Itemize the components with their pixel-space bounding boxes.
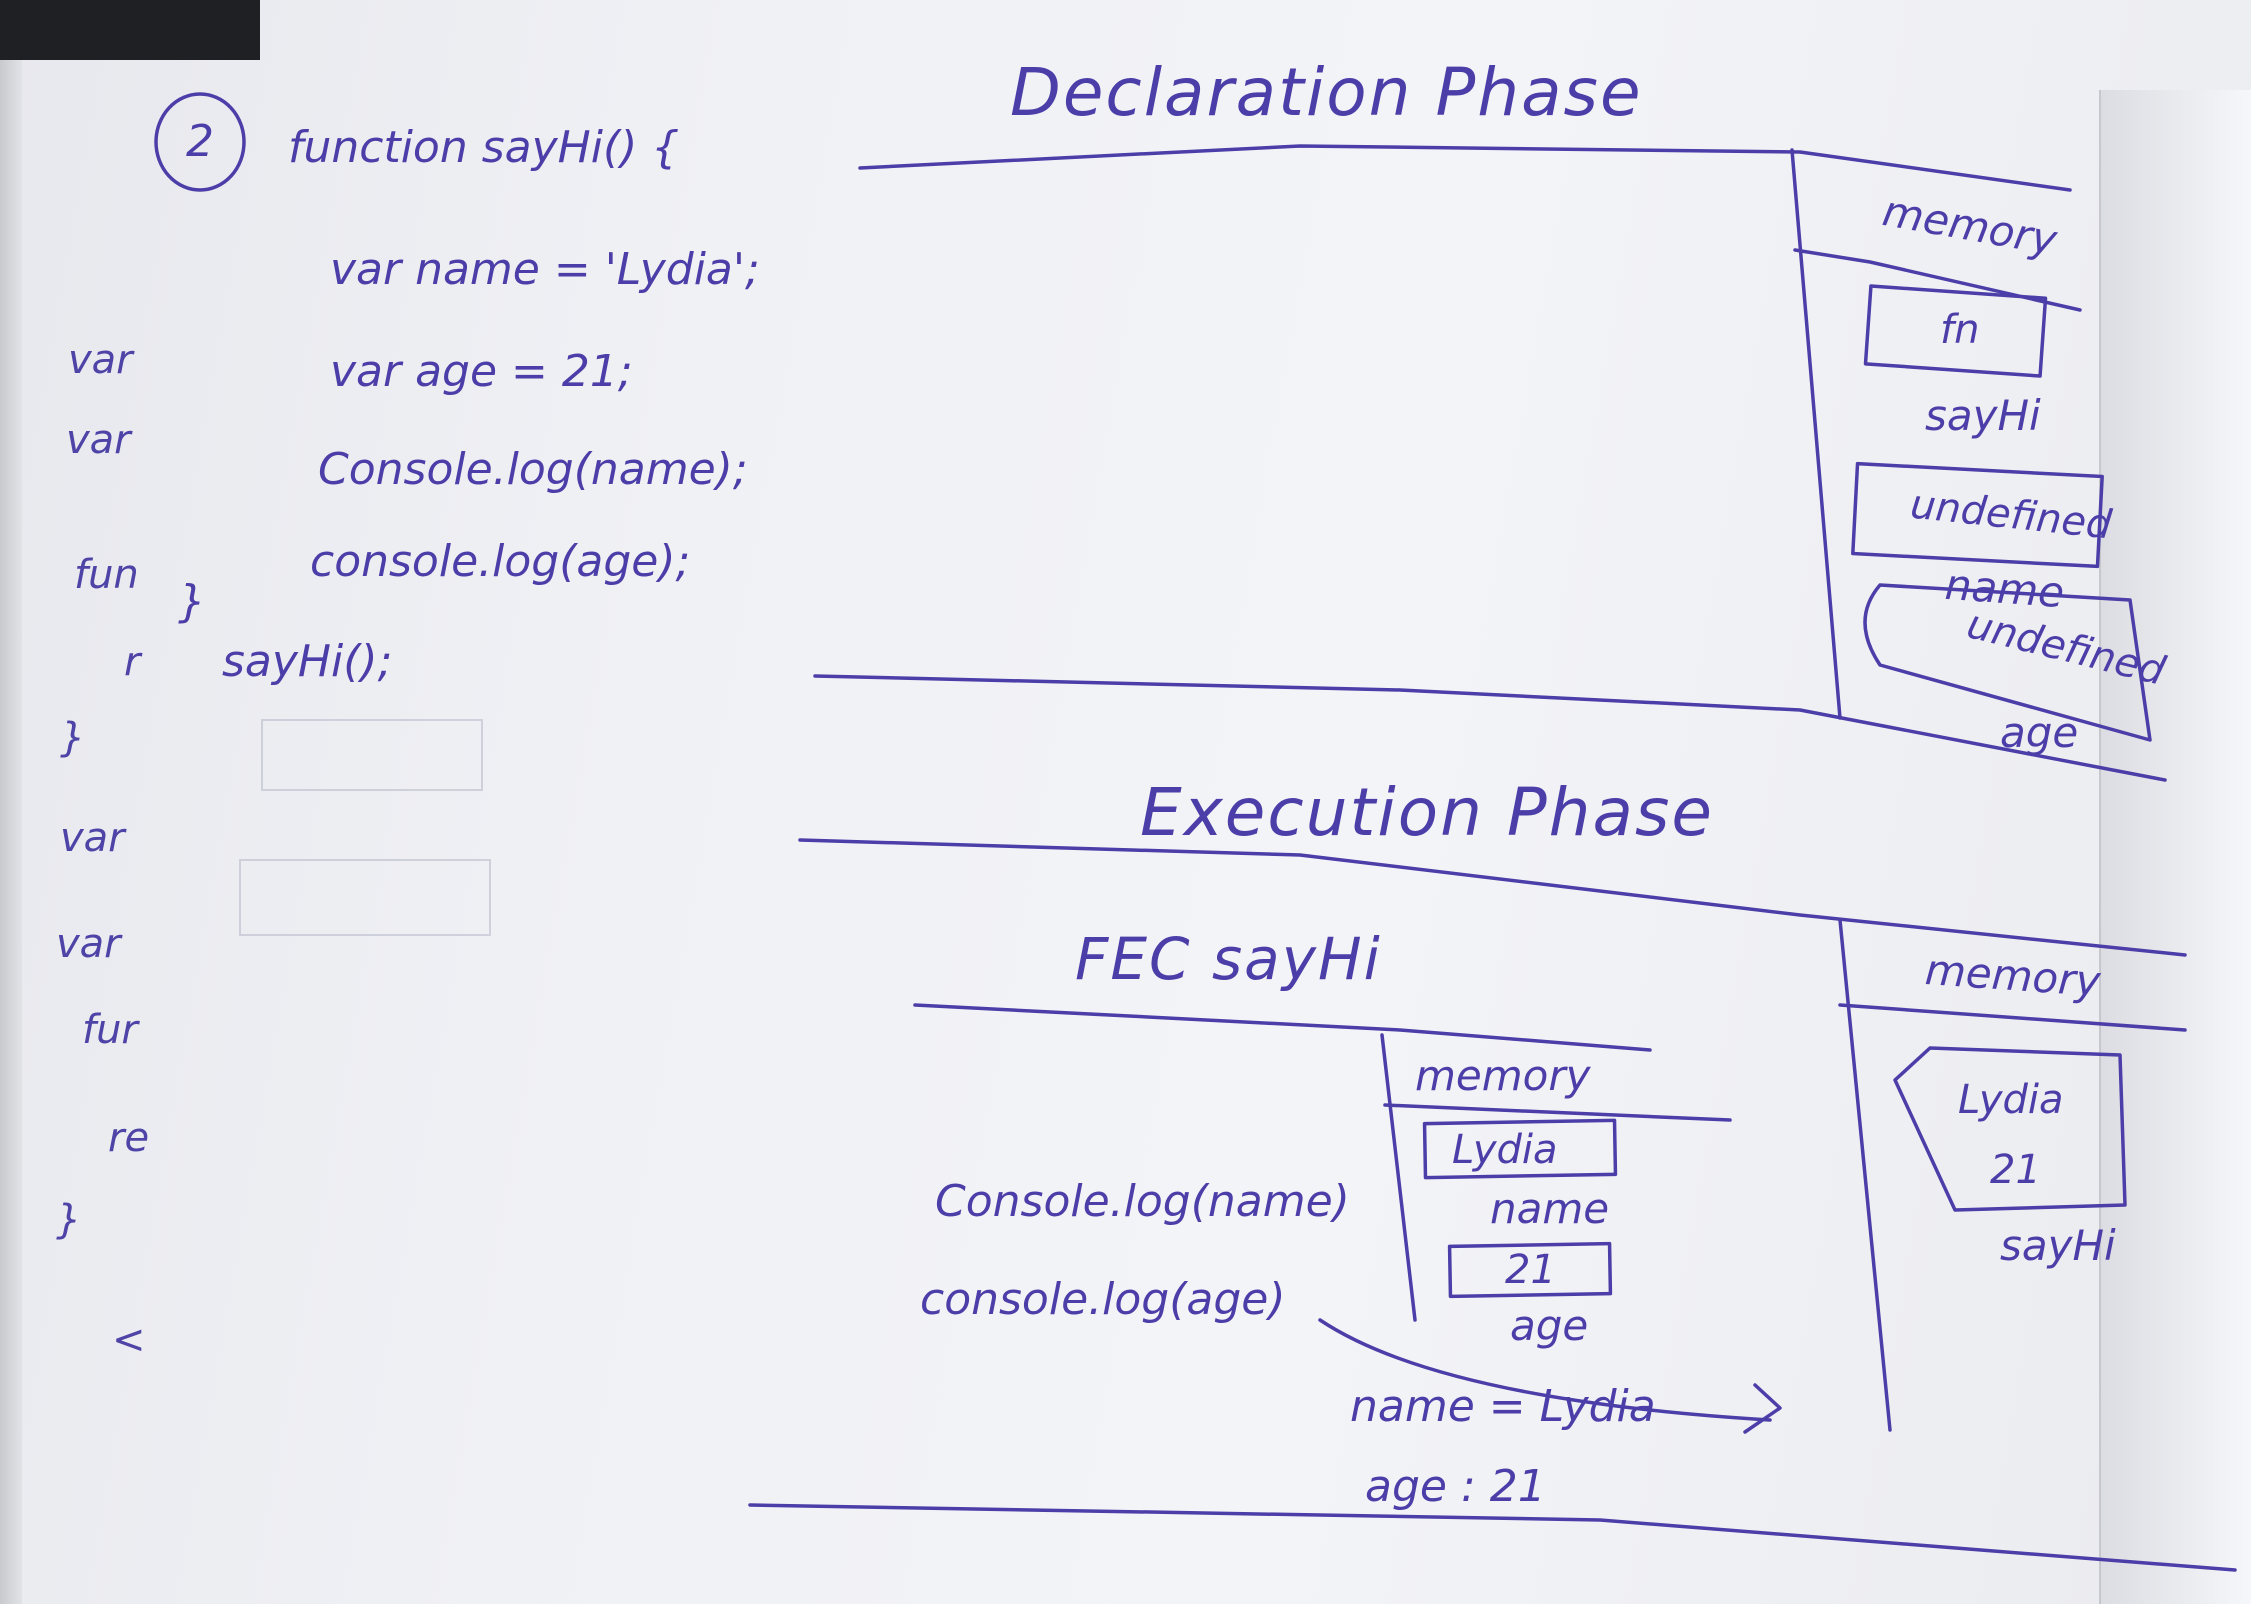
margin-label: }: [60, 715, 86, 761]
memory-name-age: age: [2000, 708, 2079, 757]
declaration-divider-top: [858, 144, 2072, 192]
declaration-memory-left-line: [1790, 148, 1842, 720]
margin-label: var: [66, 417, 131, 463]
global-memory-value-21: 21: [1990, 1147, 2041, 1193]
fec-memory-value-age: 21: [1505, 1247, 1556, 1293]
faint-box-1: [261, 719, 483, 791]
number-circle: [154, 92, 246, 192]
global-box: [1893, 1046, 2127, 1212]
code-line: sayHi();: [222, 636, 393, 687]
next-sheet-edge: [2099, 90, 2251, 1604]
output-age: age : 21: [1365, 1461, 1546, 1512]
memory-name-sayhi: sayHi: [1925, 391, 2041, 440]
fec-divider: [913, 1003, 1652, 1052]
code-number: 2: [186, 116, 214, 167]
memory-box-undefined-2: [1863, 583, 2152, 742]
output-arrow: [1318, 1318, 1772, 1422]
margin-label: var: [56, 921, 121, 967]
code-line: function sayHi() {: [288, 122, 680, 173]
code-line: var age = 21;: [330, 346, 633, 397]
margin-label: re: [108, 1115, 150, 1161]
fec-title: FEC sayHi: [1075, 925, 1382, 993]
fec-log-name: Console.log(name): [935, 1176, 1350, 1227]
execution-divider-top: [798, 838, 2187, 957]
margin-label: var: [60, 815, 125, 861]
global-memory-label: memory: [1923, 944, 2103, 1007]
margin-label: fun: [74, 552, 139, 598]
page-fold: [0, 60, 22, 1604]
global-memory-value-lydia: Lydia: [1958, 1077, 2064, 1123]
margin-label: r: [124, 639, 141, 685]
global-memory-underline: [1838, 1003, 2187, 1032]
execution-title: Execution Phase: [1140, 774, 1714, 851]
memory-box-fn: [1863, 284, 2048, 378]
margin-label: var: [68, 337, 133, 383]
fec-box-age: [1447, 1241, 1613, 1299]
fec-memory-name-age: age: [1510, 1301, 1589, 1350]
fec-box-lydia: [1422, 1118, 1618, 1180]
fec-memory-underline: [1383, 1103, 1732, 1122]
code-line: Console.log(name);: [318, 444, 748, 495]
code-line: }: [178, 576, 206, 627]
global-memory-name-sayhi: sayHi: [2000, 1221, 2116, 1270]
memory-name-name: name: [1943, 559, 2066, 618]
memory-value-fn: fn: [1940, 307, 1980, 353]
margin-label: }: [56, 1197, 82, 1243]
execution-divider-bottom: [748, 1503, 2237, 1572]
fec-log-age: console.log(age): [920, 1274, 1286, 1325]
global-memory-left-line: [1838, 918, 1892, 1432]
fec-memory-name-name: name: [1490, 1184, 1610, 1233]
declaration-title: Declaration Phase: [1010, 54, 1643, 131]
desk-background: [0, 0, 260, 60]
margin-label: <: [112, 1317, 146, 1363]
fec-memory-label: memory: [1415, 1051, 1591, 1100]
code-line: var name = 'Lydia';: [330, 244, 760, 295]
declaration-divider-bottom: [813, 674, 2167, 782]
fec-memory-value-lydia: Lydia: [1452, 1127, 1558, 1173]
output-arrowhead: [1743, 1383, 1782, 1434]
faint-box-2: [239, 859, 491, 936]
margin-label: fur: [82, 1007, 138, 1053]
fec-memory-left-line: [1380, 1033, 1417, 1322]
memory-box-undefined-1: [1851, 461, 2104, 569]
code-line: console.log(age);: [310, 536, 691, 587]
output-name: name = Lydia: [1350, 1381, 1656, 1432]
